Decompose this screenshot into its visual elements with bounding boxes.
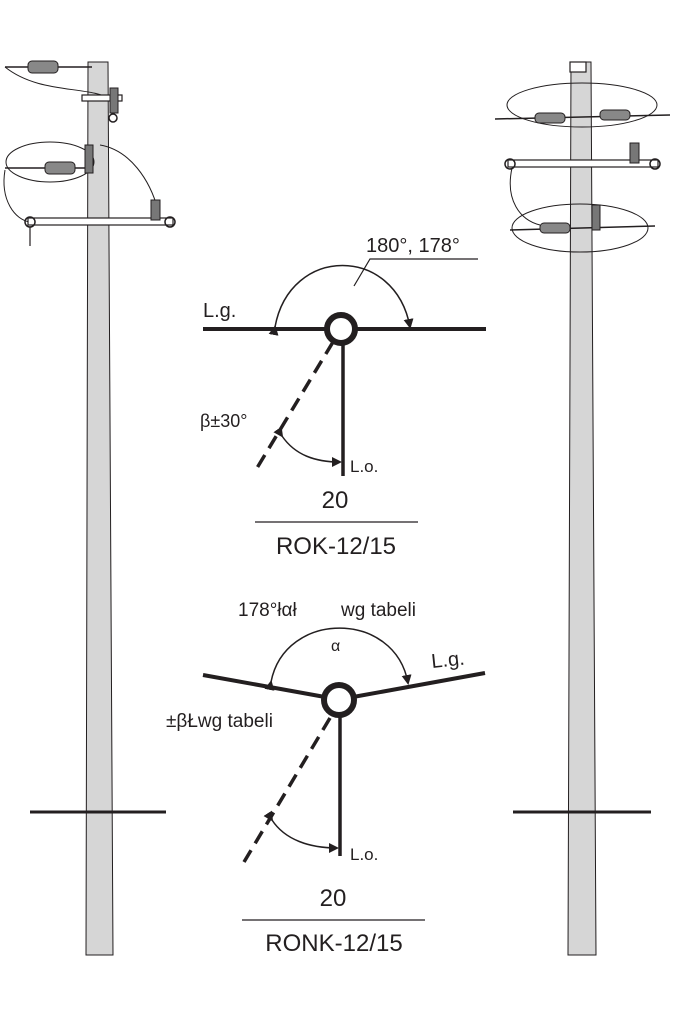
jumper-wire (509, 167, 541, 226)
insulator-icon (599, 109, 631, 121)
ronk-angle-diagram (202, 627, 486, 921)
insulator-icon (539, 222, 571, 234)
pole-symbol-icon (321, 682, 357, 718)
alpha-label: α (331, 638, 340, 655)
left-pole-shaft (85, 61, 114, 956)
jumper-loop (511, 203, 649, 253)
beta-label: ±βŁwg tabeli (166, 711, 273, 732)
clamp-icon (164, 216, 176, 228)
insulator-icon (591, 204, 601, 231)
angle-label-left: 178°łαł (238, 600, 298, 621)
branch-line-label: L.o. (350, 457, 378, 476)
angle-arc (268, 264, 414, 336)
clamp-icon (108, 113, 118, 123)
beta-arc (273, 426, 342, 467)
right-pole (494, 61, 671, 956)
main-line-left (202, 673, 326, 699)
jumper-loop (5, 141, 95, 183)
pole-number: 20 (320, 885, 347, 912)
conductor-line (509, 225, 656, 231)
angle-arc (264, 627, 412, 691)
conductor-line (494, 114, 671, 120)
pole-number: 20 (322, 487, 349, 514)
main-line-right (352, 671, 486, 699)
pole-type: ROK-12/15 (276, 533, 396, 560)
branch-line-label: L.o. (350, 845, 378, 864)
left-pole (3, 60, 176, 956)
clamp-icon (649, 158, 661, 170)
dashed-deviation-line (242, 717, 332, 863)
insulator-icon (150, 199, 161, 221)
leader-line (353, 258, 478, 287)
dashed-deviation-line (255, 341, 335, 469)
insulator-icon (27, 60, 59, 74)
insulator-icon (84, 144, 94, 174)
clamp-icon (504, 158, 516, 170)
main-line-label: L.g. (430, 648, 465, 673)
jumper-wire (3, 169, 31, 223)
crossarm (507, 159, 659, 168)
jumper-loop (506, 82, 658, 128)
pole-type: RONK-12/15 (265, 930, 402, 957)
beta-label: β±30° (200, 411, 247, 431)
insulator-icon (44, 161, 76, 175)
angle-label: 180°, 178° (366, 235, 460, 257)
pole-cap (569, 61, 587, 73)
insulator-icon (534, 112, 566, 124)
insulator-icon (629, 142, 640, 164)
right-pole-shaft (567, 61, 597, 956)
crossarm (27, 217, 174, 226)
main-line-label: L.g. (203, 300, 236, 322)
rok-angle-diagram (203, 258, 486, 523)
crossarm (81, 94, 123, 102)
insulator-icon (109, 87, 119, 114)
beta-arc (263, 810, 339, 853)
angle-label-right: wg tabeli (340, 600, 416, 621)
pole-symbol-icon (324, 312, 358, 346)
